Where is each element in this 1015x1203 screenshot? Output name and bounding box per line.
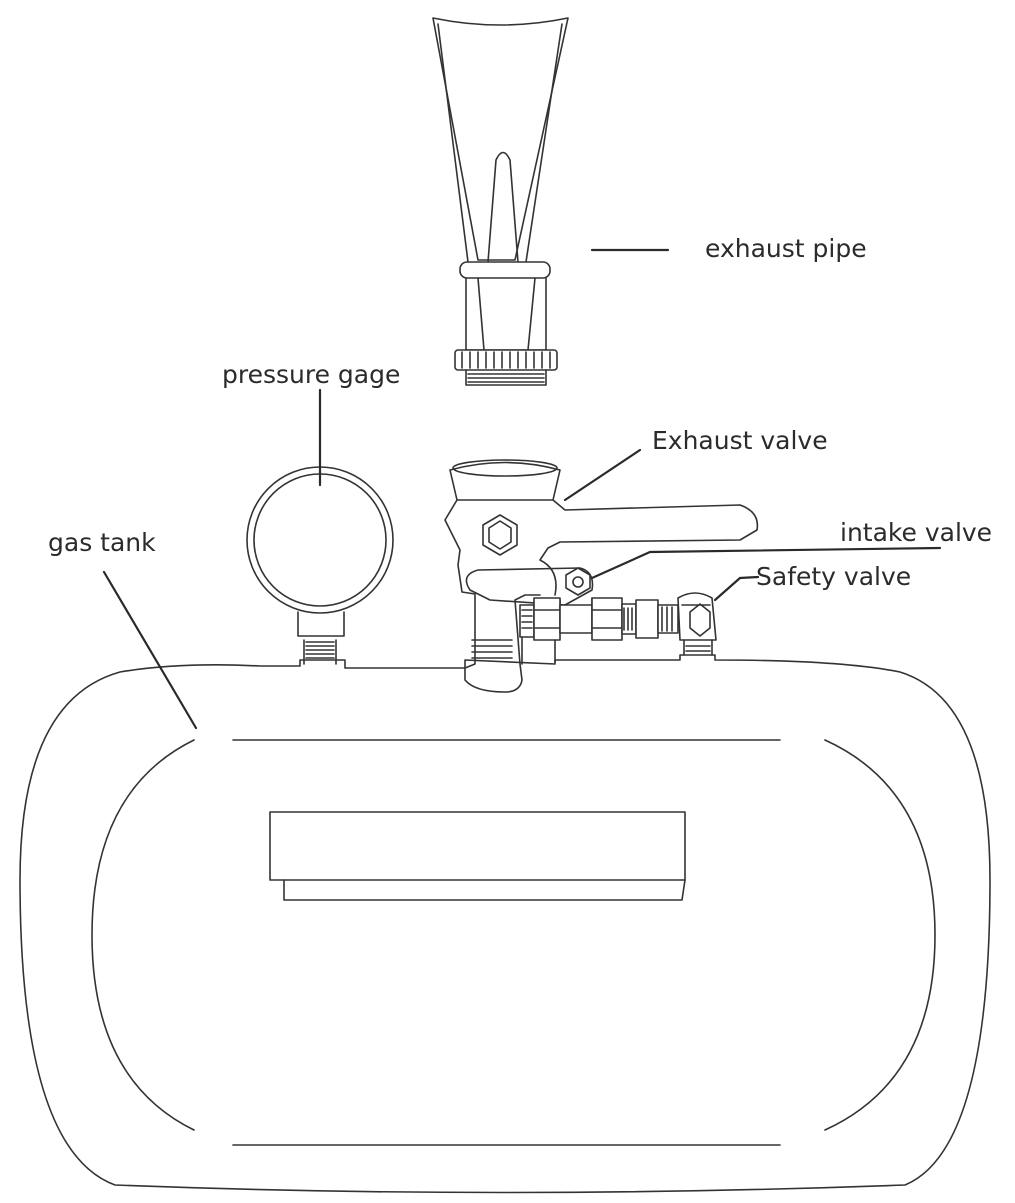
pressure-gage-label: pressure gage <box>222 360 401 389</box>
leader-gas-tank <box>102 570 198 730</box>
pipe-fittings <box>519 592 717 665</box>
exhaust-pipe <box>432 17 569 386</box>
tank-body <box>19 654 991 1194</box>
exhaust-pipe-label: exhaust pipe <box>705 234 867 263</box>
safety-valve-label: Safety valve <box>756 562 912 591</box>
leader-safety-valve <box>713 575 760 602</box>
leader-intake-valve <box>590 546 942 580</box>
intake-valve-label: intake valve <box>840 518 993 547</box>
exhaust-valve-body <box>444 459 759 693</box>
pressure-gauge <box>246 466 394 665</box>
exhaust-valve-label: Exhaust valve <box>652 426 828 455</box>
gas-tank-label: gas tank <box>48 528 156 557</box>
leader-exhaust-valve <box>563 448 642 502</box>
